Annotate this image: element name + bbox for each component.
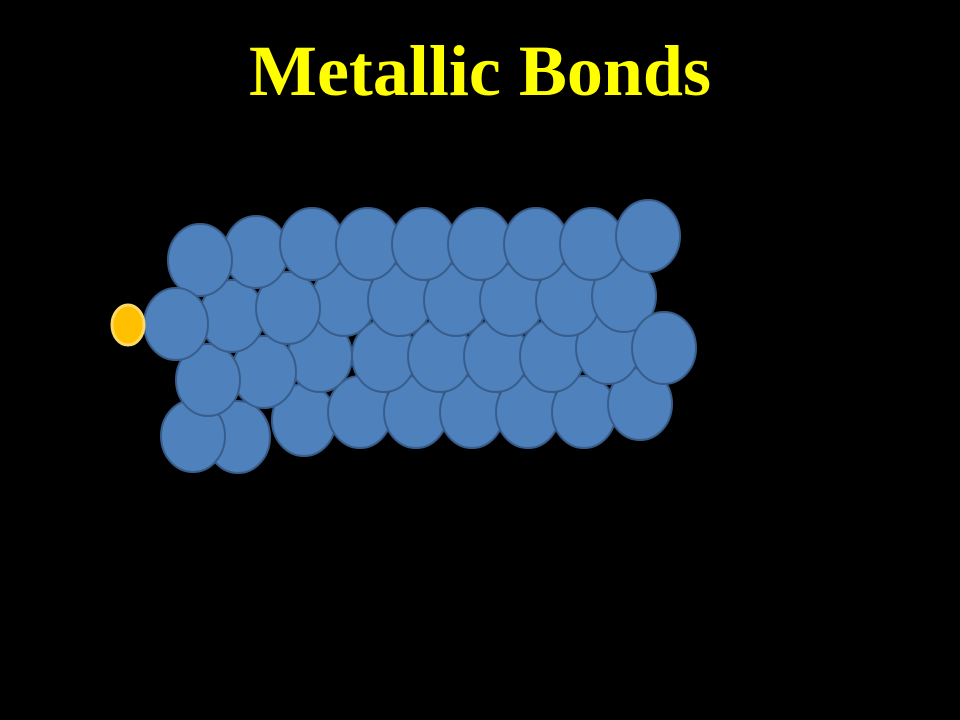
metal-atoms	[143, 199, 697, 474]
metal-atom	[175, 343, 241, 417]
metal-atom	[503, 207, 569, 281]
electron	[110, 303, 146, 347]
metal-atom	[335, 207, 401, 281]
metal-atom	[631, 311, 697, 385]
metal-atom	[143, 287, 209, 361]
metal-atom	[391, 207, 457, 281]
metal-atom	[559, 207, 625, 281]
metal-atom	[167, 223, 233, 297]
metal-atom	[223, 215, 289, 289]
slide-title: Metallic Bonds	[249, 31, 711, 111]
metal-atom	[447, 207, 513, 281]
metal-atom	[255, 271, 321, 345]
electron-layer	[110, 303, 146, 347]
metal-atom	[615, 199, 681, 273]
metal-atom	[279, 207, 345, 281]
